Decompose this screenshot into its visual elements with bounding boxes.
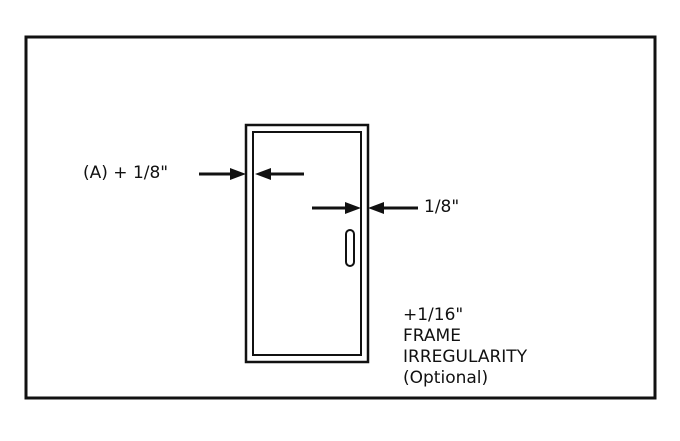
note-line-tolerance: +1/16" — [403, 305, 464, 325]
right-dimension-arrow-in — [312, 202, 361, 214]
frame-irregularity-note: +1/16" FRAME IRREGULARITY (Optional) — [403, 305, 527, 389]
left-dimension-arrow-in — [199, 168, 246, 180]
left-gap-label: (A) + 1/8" — [83, 163, 169, 183]
right-gap-label: 1/8" — [424, 197, 460, 217]
note-line-frame: FRAME — [403, 326, 461, 346]
door-handle-icon — [345, 229, 355, 267]
left-dimension-arrow-out — [255, 168, 304, 180]
note-line-irregularity: IRREGULARITY — [403, 347, 528, 367]
door-panel — [252, 131, 362, 356]
note-line-optional: (Optional) — [403, 368, 489, 388]
right-dimension-arrow-out — [368, 202, 418, 214]
diagram-border — [24, 35, 657, 400]
door-frame-outer — [244, 123, 370, 364]
